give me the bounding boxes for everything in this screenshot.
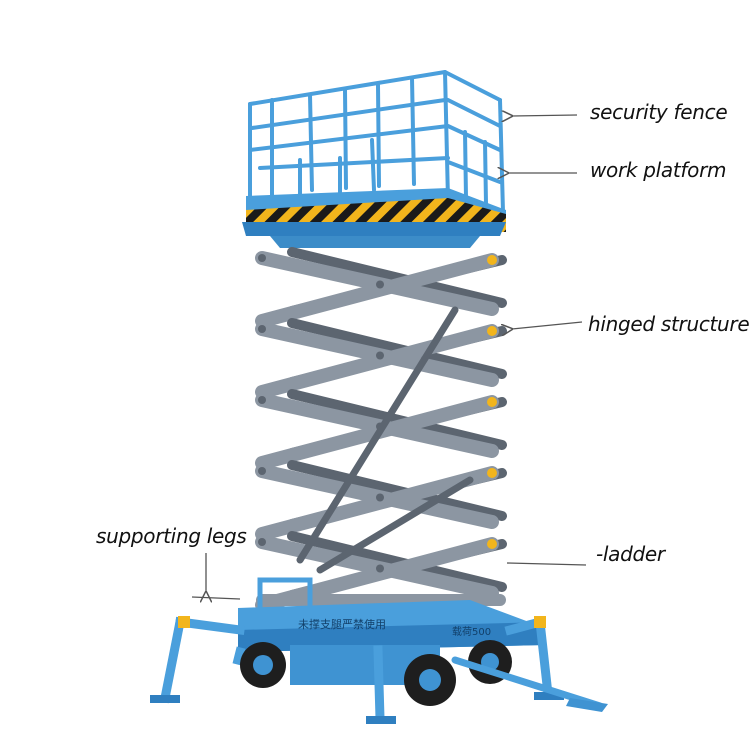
scissor-arm [255, 324, 499, 399]
security-fence [248, 70, 505, 214]
base-warning-left: 未撑支腿 [298, 617, 342, 631]
hinge-pin [258, 467, 266, 475]
chassis: 未撑支腿 严禁使用 载荷500 [238, 577, 545, 685]
hinge-pin [376, 280, 384, 289]
scissor-arm [255, 466, 499, 541]
label-hinged-structure: hinged structure [588, 312, 750, 336]
hinge-pin [487, 397, 497, 407]
hinge-pin [258, 396, 266, 404]
hinge-pin [487, 326, 497, 336]
arrow-supporting-legs-base [191, 596, 241, 600]
hinge-pin [376, 564, 384, 573]
label-work-platform: work platform [590, 158, 727, 182]
hinge-pin [487, 255, 497, 265]
label-security-fence: security fence [590, 100, 728, 124]
scissor-arm [287, 389, 507, 450]
label-ladder: -ladder [596, 542, 665, 566]
scissor-arm [287, 531, 507, 592]
scissor-arm [296, 306, 459, 564]
hinge-pin [487, 468, 497, 478]
leg-feet [150, 616, 564, 724]
hinged-structure [255, 247, 507, 612]
work-platform [242, 188, 506, 248]
hinge-pin [258, 538, 266, 546]
scissor-arm [287, 460, 507, 521]
label-supporting-legs: supporting legs [96, 524, 247, 548]
annotation-arrows [191, 115, 587, 600]
hinge-pin [487, 539, 497, 549]
wheels [240, 640, 512, 706]
scissor-arm [287, 318, 507, 379]
hinge-pin [376, 351, 384, 360]
arrow-ladder [506, 562, 587, 566]
arrow-hinged-structure [512, 321, 583, 329]
hinge-pin [258, 325, 266, 333]
arrow-security-fence [512, 115, 578, 116]
scissor-arm [316, 476, 474, 574]
hinge-pin [258, 254, 266, 262]
hinge-pin [376, 493, 384, 502]
scissor-arm [287, 247, 507, 308]
scissor-arm [255, 253, 499, 328]
base-warning-middle: 严禁使用 [342, 618, 386, 631]
tow-handle [451, 656, 608, 712]
base-load-label: 载荷500 [452, 626, 491, 638]
